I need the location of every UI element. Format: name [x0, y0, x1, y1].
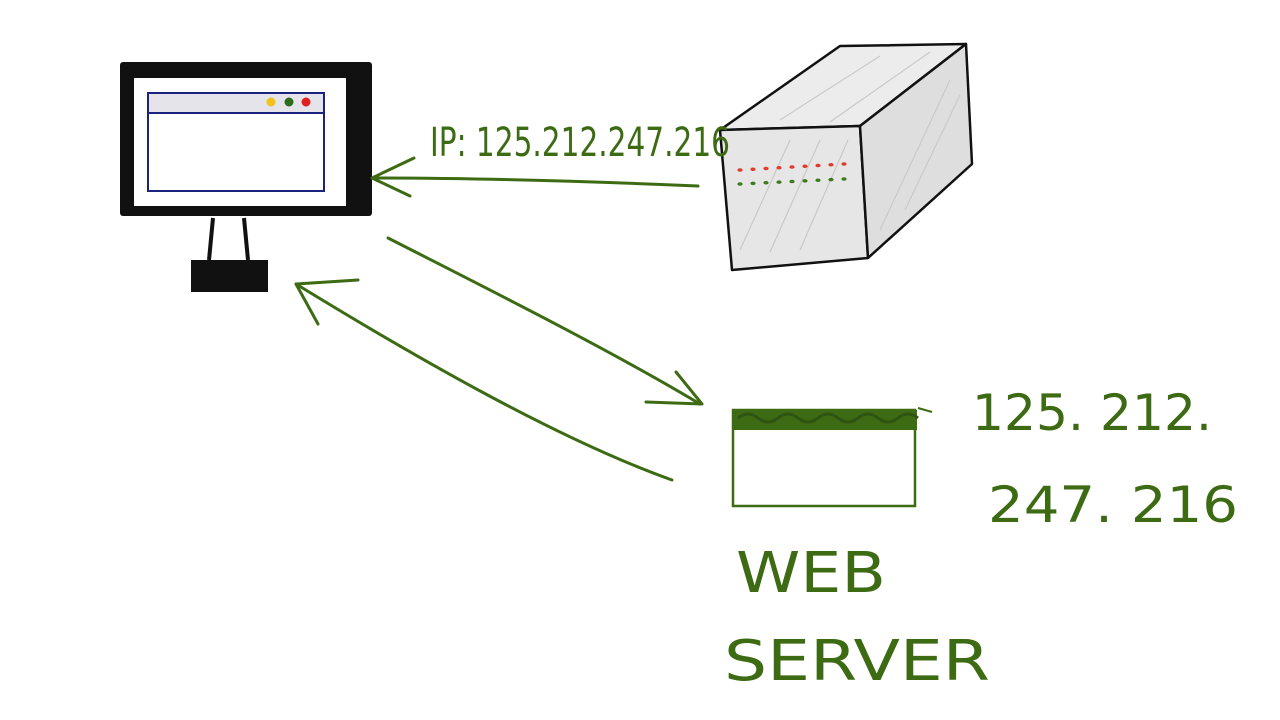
ip-label: IP: 125.212.247.216 [430, 120, 730, 166]
server-led-green [789, 179, 795, 184]
arrow-client-to-web [386, 236, 702, 406]
web-server-address-line2: 247. 216 [988, 476, 1238, 534]
server-led-red [828, 162, 834, 167]
arrow-web-to-client-head [294, 278, 360, 326]
arrow-web-to-client [294, 282, 674, 482]
client-computer [120, 62, 372, 292]
server-hatching [739, 51, 961, 253]
web-server-label-line1: WEB [736, 541, 886, 606]
server-side-face [858, 42, 974, 260]
browser-title-bar [147, 92, 325, 114]
browser-dot-yellow [266, 97, 276, 107]
dns-server-box [718, 42, 974, 272]
arrow-dns-to-client [370, 176, 700, 188]
web-server-address-line1: 125. 212. [972, 384, 1212, 442]
server-led-red [789, 165, 795, 169]
server-led-green [815, 178, 821, 183]
server-led-red [763, 166, 769, 171]
web-server-label-line2: SERVER [724, 629, 990, 694]
server-led-red [776, 165, 782, 170]
server-led-green [763, 180, 769, 185]
web-server-scribble [737, 412, 919, 424]
server-led-red [750, 167, 756, 172]
server-led-green [750, 181, 756, 186]
server-led-red [815, 163, 821, 168]
arrow-dns-to-client-head [370, 156, 416, 198]
server-led-row-red [737, 162, 847, 172]
server-led-green [776, 180, 782, 184]
monitor-stand-right [242, 217, 250, 261]
server-led-red [802, 164, 808, 169]
browser-dot-red [301, 97, 311, 107]
monitor-base [191, 260, 268, 292]
web-server-tick [917, 407, 933, 413]
browser-dot-green [284, 97, 294, 107]
web-server-box [731, 407, 933, 508]
server-led-green [828, 177, 834, 182]
server-led-row-green [737, 177, 847, 186]
server-led-red [737, 168, 743, 172]
server-led-green [737, 182, 743, 186]
monitor-stand-left [207, 217, 215, 261]
server-led-green [802, 179, 808, 183]
server-led-green [841, 177, 847, 181]
arrow-client-to-web-head [644, 370, 704, 406]
server-led-red [841, 162, 847, 166]
